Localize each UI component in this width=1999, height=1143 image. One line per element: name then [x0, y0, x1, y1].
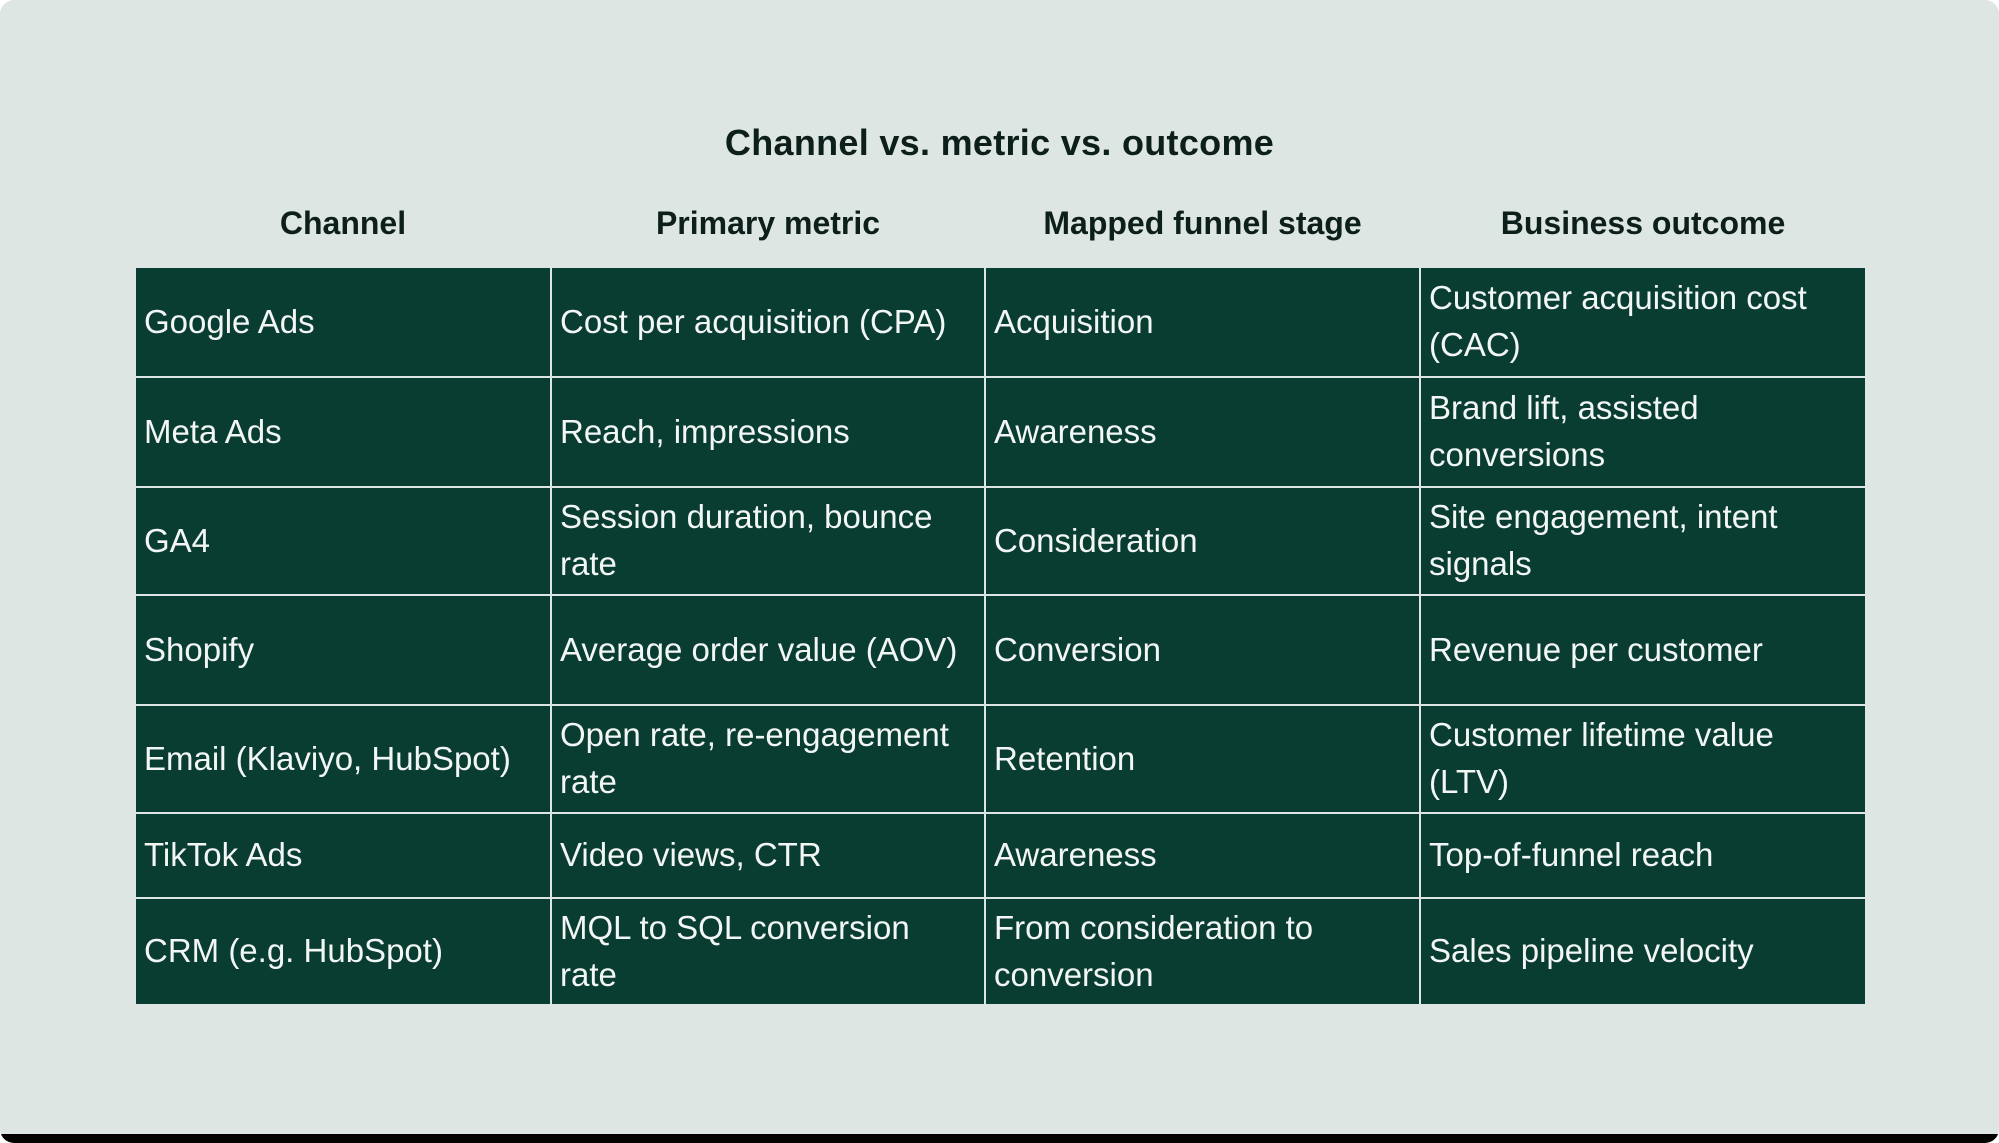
table-cell: Shopify	[136, 596, 550, 704]
table-cell: Session duration, bounce rate	[552, 488, 984, 594]
table-cell: Brand lift, assisted conversions	[1421, 378, 1865, 486]
table-cell: Awareness	[986, 814, 1419, 897]
table-cell: TikTok Ads	[136, 814, 550, 897]
page-title: Channel vs. metric vs. outcome	[724, 122, 1275, 163]
table-cell: Retention	[986, 706, 1419, 812]
table-cell: Meta Ads	[136, 378, 550, 486]
table-cell: CRM (e.g. HubSpot)	[136, 899, 550, 1004]
table-cell: Video views, CTR	[552, 814, 984, 897]
table-cell: Average order value (AOV)	[552, 596, 984, 704]
column-header: Mapped funnel stage	[1043, 205, 1362, 241]
table-cell: Customer acquisition cost (CAC)	[1421, 268, 1865, 376]
table-cell: From consideration to conversion	[986, 899, 1419, 1004]
table-cell: Consideration	[986, 488, 1419, 594]
table-cell: Open rate, re-engagement rate	[552, 706, 984, 812]
table-cell: Top-of-funnel reach	[1421, 814, 1865, 897]
column-header: Primary metric	[655, 205, 881, 241]
table-cell: Customer lifetime value (LTV)	[1421, 706, 1865, 812]
table-cell: Google Ads	[136, 268, 550, 376]
table-cell: Email (Klaviyo, HubSpot)	[136, 706, 550, 812]
table-cell: GA4	[136, 488, 550, 594]
table-cell: Revenue per customer	[1421, 596, 1865, 704]
column-header: Business outcome	[1500, 205, 1786, 241]
table-cell: Reach, impressions	[552, 378, 984, 486]
column-header: Channel	[279, 205, 407, 241]
table-cell: Site engagement, intent signals	[1421, 488, 1865, 594]
table-cell: Conversion	[986, 596, 1419, 704]
table-cell: Awareness	[986, 378, 1419, 486]
table-cell: MQL to SQL conversion rate	[552, 899, 984, 1004]
table-header-row: Channel Primary metric Mapped funnel stage…	[136, 205, 1865, 242]
table-cell: Sales pipeline velocity	[1421, 899, 1865, 1004]
bottom-bar	[0, 1134, 1999, 1143]
table-cell: Acquisition	[986, 268, 1419, 376]
table-cell: Cost per acquisition (CPA)	[552, 268, 984, 376]
